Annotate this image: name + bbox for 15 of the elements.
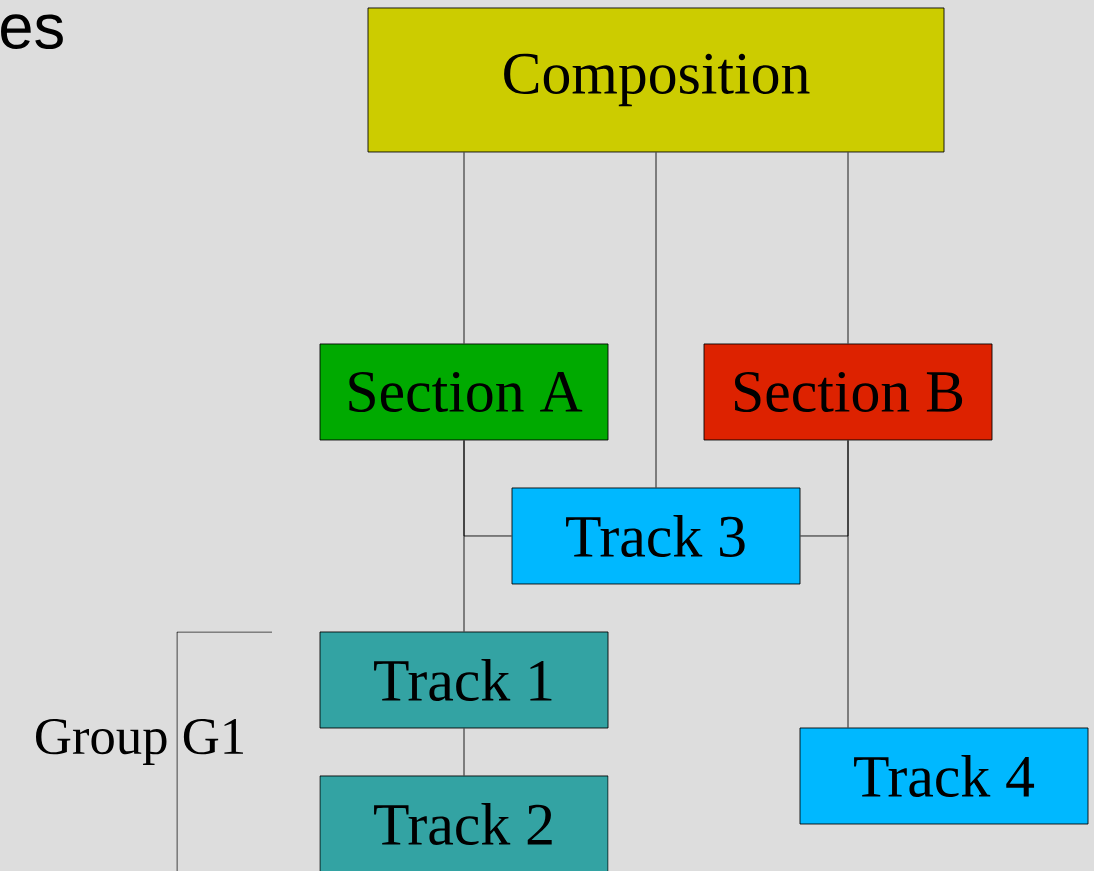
connector-line bbox=[463, 440, 512, 537]
composition-box: Composition bbox=[367, 7, 945, 153]
track-box: Track 4 bbox=[799, 727, 1089, 825]
track-box: Track 2 bbox=[319, 775, 609, 871]
group-label: Group G1 bbox=[36, 718, 243, 766]
heading-text: es bbox=[1, 14, 63, 49]
connector-line bbox=[655, 152, 657, 488]
connector-line bbox=[847, 440, 849, 728]
connector-line bbox=[847, 152, 849, 344]
section-box: Section A bbox=[319, 343, 609, 441]
track-box: Track 3 bbox=[511, 487, 801, 585]
track-box: Track 1 bbox=[319, 631, 609, 729]
connector-line bbox=[463, 152, 465, 344]
connector-line bbox=[463, 728, 465, 776]
section-box: Section B bbox=[703, 343, 993, 441]
